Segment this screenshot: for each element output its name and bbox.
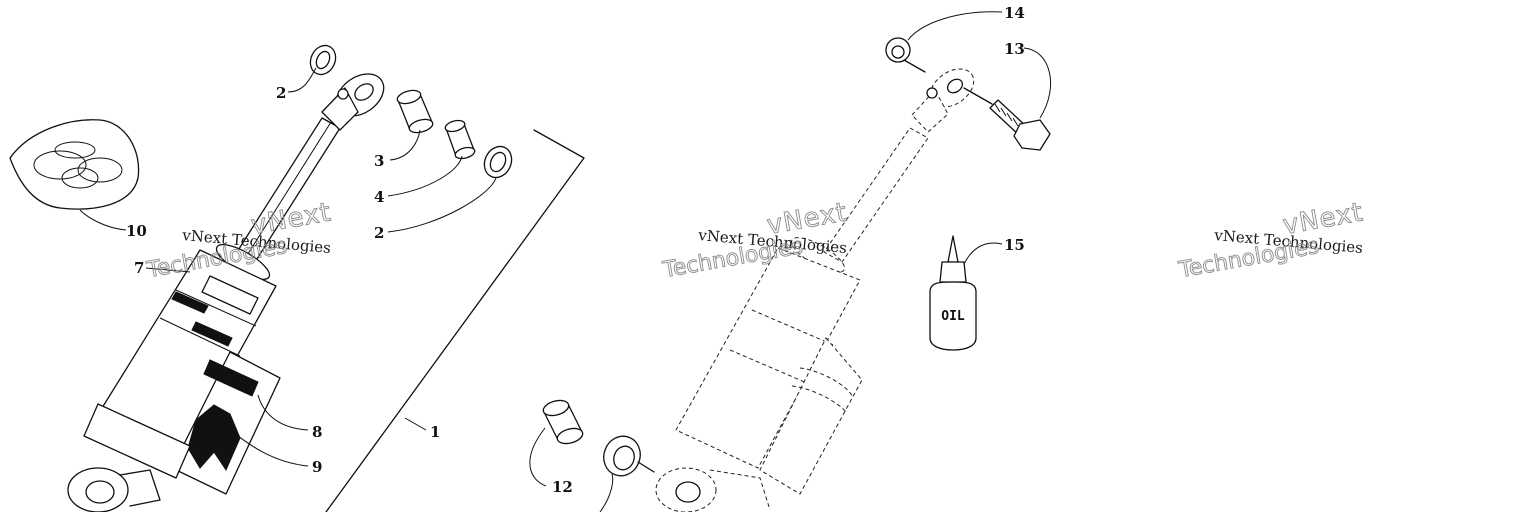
middle-shock-dashed <box>655 68 975 513</box>
callout-8: 8 <box>312 423 322 441</box>
oil-bottle-label: OIL <box>941 309 965 324</box>
nut-14 <box>885 37 926 73</box>
callout-10: 10 <box>126 222 147 240</box>
callout-15: 15 <box>1004 236 1025 254</box>
callout-13: 13 <box>1004 40 1025 58</box>
oil-bottle-15: OIL <box>929 235 977 351</box>
leader-lines-right <box>529 11 1052 513</box>
leader-lines-left <box>79 67 497 467</box>
callout-4: 4 <box>374 188 384 206</box>
callout-1: 1 <box>430 423 440 441</box>
assembly-bracket <box>325 129 585 513</box>
bushing-large <box>396 89 434 134</box>
washer-upper-left <box>309 44 337 76</box>
bushing-12 <box>542 399 584 445</box>
callout-2-top: 2 <box>276 84 286 102</box>
callout-7: 7 <box>134 259 144 277</box>
callout-12: 12 <box>552 478 573 496</box>
callout-2-lower: 2 <box>374 224 384 242</box>
left-shock-assembly <box>67 73 385 513</box>
callout-14: 14 <box>1004 4 1025 22</box>
bushing-small <box>444 119 476 160</box>
washer-bottom-middle <box>603 435 655 477</box>
bolt-13 <box>963 87 1051 151</box>
callout-9: 9 <box>312 458 322 476</box>
callout-labels: 2 3 4 2 10 7 8 9 1 12 14 13 15 <box>126 4 1025 496</box>
watermark-right: vNext vNext Technologies Technologies <box>1176 197 1366 284</box>
washer-lower-right <box>483 145 513 179</box>
callout-3: 3 <box>374 152 384 170</box>
seal-kit-bag <box>9 119 140 210</box>
